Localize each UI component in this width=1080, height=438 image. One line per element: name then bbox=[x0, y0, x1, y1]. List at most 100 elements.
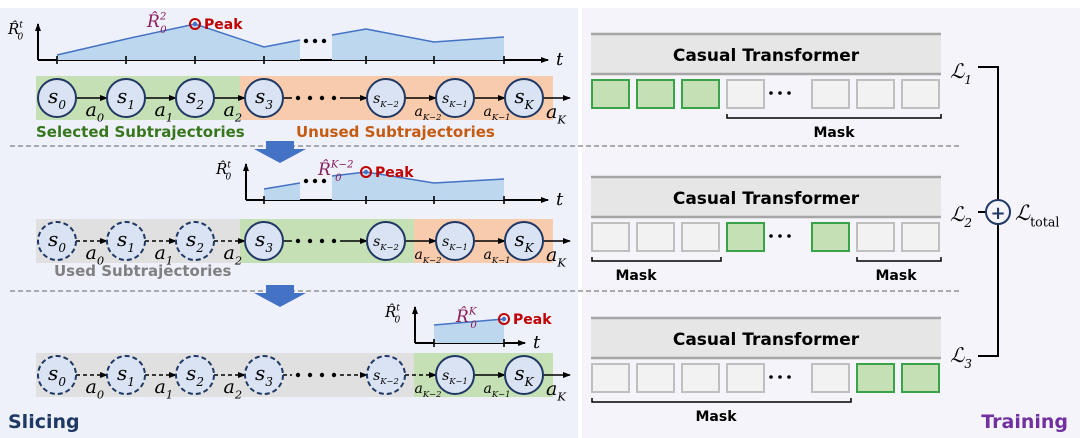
ellipsis-dot bbox=[295, 238, 301, 244]
token-visible bbox=[901, 363, 940, 393]
action-label: aK−2 bbox=[415, 104, 442, 122]
state-label: s0 bbox=[48, 84, 66, 112]
ellipsis-dot bbox=[787, 234, 791, 238]
transformer-label: Casual Transformer bbox=[673, 189, 860, 209]
mask-bracket bbox=[726, 114, 942, 119]
state-label: sK bbox=[514, 84, 534, 112]
token-masked bbox=[591, 222, 630, 252]
slicing-title: Slicing bbox=[8, 411, 80, 433]
state-node bbox=[106, 221, 146, 261]
state-label: sK bbox=[514, 361, 534, 389]
ellipsis-dot bbox=[312, 38, 318, 44]
peak-marker bbox=[360, 166, 372, 178]
state-node bbox=[37, 221, 77, 261]
return-curve bbox=[263, 182, 301, 190]
ellipsis-dot bbox=[319, 372, 325, 378]
action-label: a2 bbox=[224, 99, 243, 125]
action-label: a2 bbox=[224, 376, 243, 402]
selected-subtrajectories-label: Selected Subtrajectories bbox=[36, 123, 245, 141]
total-loss-label: ℒtotal bbox=[1015, 201, 1059, 229]
mask-bracket bbox=[591, 257, 722, 262]
state-node bbox=[175, 355, 215, 395]
state-label: sK−2 bbox=[373, 368, 399, 386]
token-visible bbox=[856, 363, 895, 393]
token-masked bbox=[811, 363, 850, 393]
token-visible bbox=[811, 222, 850, 252]
state-label: s0 bbox=[48, 361, 66, 389]
ellipsis-dot bbox=[778, 234, 782, 238]
state-node bbox=[504, 355, 544, 395]
state-label: s1 bbox=[117, 84, 135, 112]
token-masked bbox=[591, 363, 630, 393]
mask-label: Mask bbox=[615, 268, 657, 284]
action-label: a0 bbox=[86, 99, 105, 125]
ellipsis-dot bbox=[321, 178, 327, 184]
mask-label: Mask bbox=[813, 125, 855, 141]
token-masked bbox=[681, 222, 720, 252]
ellipsis-dot bbox=[303, 38, 309, 44]
action-label: aK−1 bbox=[484, 104, 511, 122]
peak-text: Peak bbox=[375, 165, 414, 181]
loss-label-1: ℒ1 bbox=[950, 59, 972, 87]
ellipsis-dot bbox=[787, 91, 791, 95]
peak-dot bbox=[192, 21, 198, 27]
token-masked bbox=[636, 222, 675, 252]
ellipsis-dot bbox=[295, 372, 301, 378]
ellipsis-dot bbox=[307, 95, 313, 101]
time-axis-label: t bbox=[533, 332, 541, 353]
ellipsis-dot bbox=[295, 95, 301, 101]
time-axis-label: t bbox=[556, 49, 564, 70]
transformer-box bbox=[591, 318, 941, 358]
action-label: aK bbox=[546, 101, 567, 127]
state-node bbox=[106, 78, 146, 118]
state-node bbox=[435, 221, 475, 261]
token-visible bbox=[726, 222, 765, 252]
state-label: s3 bbox=[255, 84, 273, 112]
state-label: s0 bbox=[48, 227, 66, 255]
ellipsis-dot bbox=[307, 372, 313, 378]
ellipsis-dot bbox=[307, 238, 313, 244]
state-node bbox=[175, 221, 215, 261]
return-area bbox=[332, 29, 504, 60]
ellipsis-dot bbox=[769, 234, 773, 238]
peak-dot bbox=[501, 316, 507, 322]
ellipsis-dot bbox=[778, 375, 782, 379]
state-label: sK−1 bbox=[442, 91, 468, 109]
ellipsis-dot bbox=[769, 91, 773, 95]
sum-icon bbox=[985, 199, 1011, 225]
state-node bbox=[366, 355, 406, 395]
return-area bbox=[264, 183, 300, 200]
ellipsis-dot bbox=[312, 178, 318, 184]
return-area bbox=[332, 172, 504, 200]
state-label: s1 bbox=[117, 227, 135, 255]
ellipsis-dot bbox=[321, 38, 327, 44]
state-node bbox=[504, 78, 544, 118]
state-label: sK−1 bbox=[442, 234, 468, 252]
transformer-box bbox=[591, 177, 941, 217]
mask-label: Mask bbox=[695, 409, 737, 425]
ellipsis-dot bbox=[319, 238, 325, 244]
action-label: a2 bbox=[224, 242, 243, 268]
token-masked bbox=[811, 79, 850, 109]
state-label: s3 bbox=[255, 361, 273, 389]
state-label: s2 bbox=[186, 227, 204, 255]
action-label: a1 bbox=[155, 376, 174, 402]
down-arrow-icon bbox=[254, 285, 306, 307]
ellipsis-dot bbox=[787, 375, 791, 379]
down-arrow-icon bbox=[254, 141, 306, 163]
return-curve bbox=[331, 171, 505, 184]
token-masked bbox=[901, 79, 940, 109]
token-masked bbox=[681, 363, 720, 393]
state-node bbox=[244, 355, 284, 395]
state-label: s2 bbox=[186, 361, 204, 389]
training-title: Training bbox=[981, 411, 1068, 433]
action-label: aK bbox=[546, 378, 567, 404]
transformer-label: Casual Transformer bbox=[673, 46, 860, 66]
mask-bracket bbox=[591, 398, 852, 403]
